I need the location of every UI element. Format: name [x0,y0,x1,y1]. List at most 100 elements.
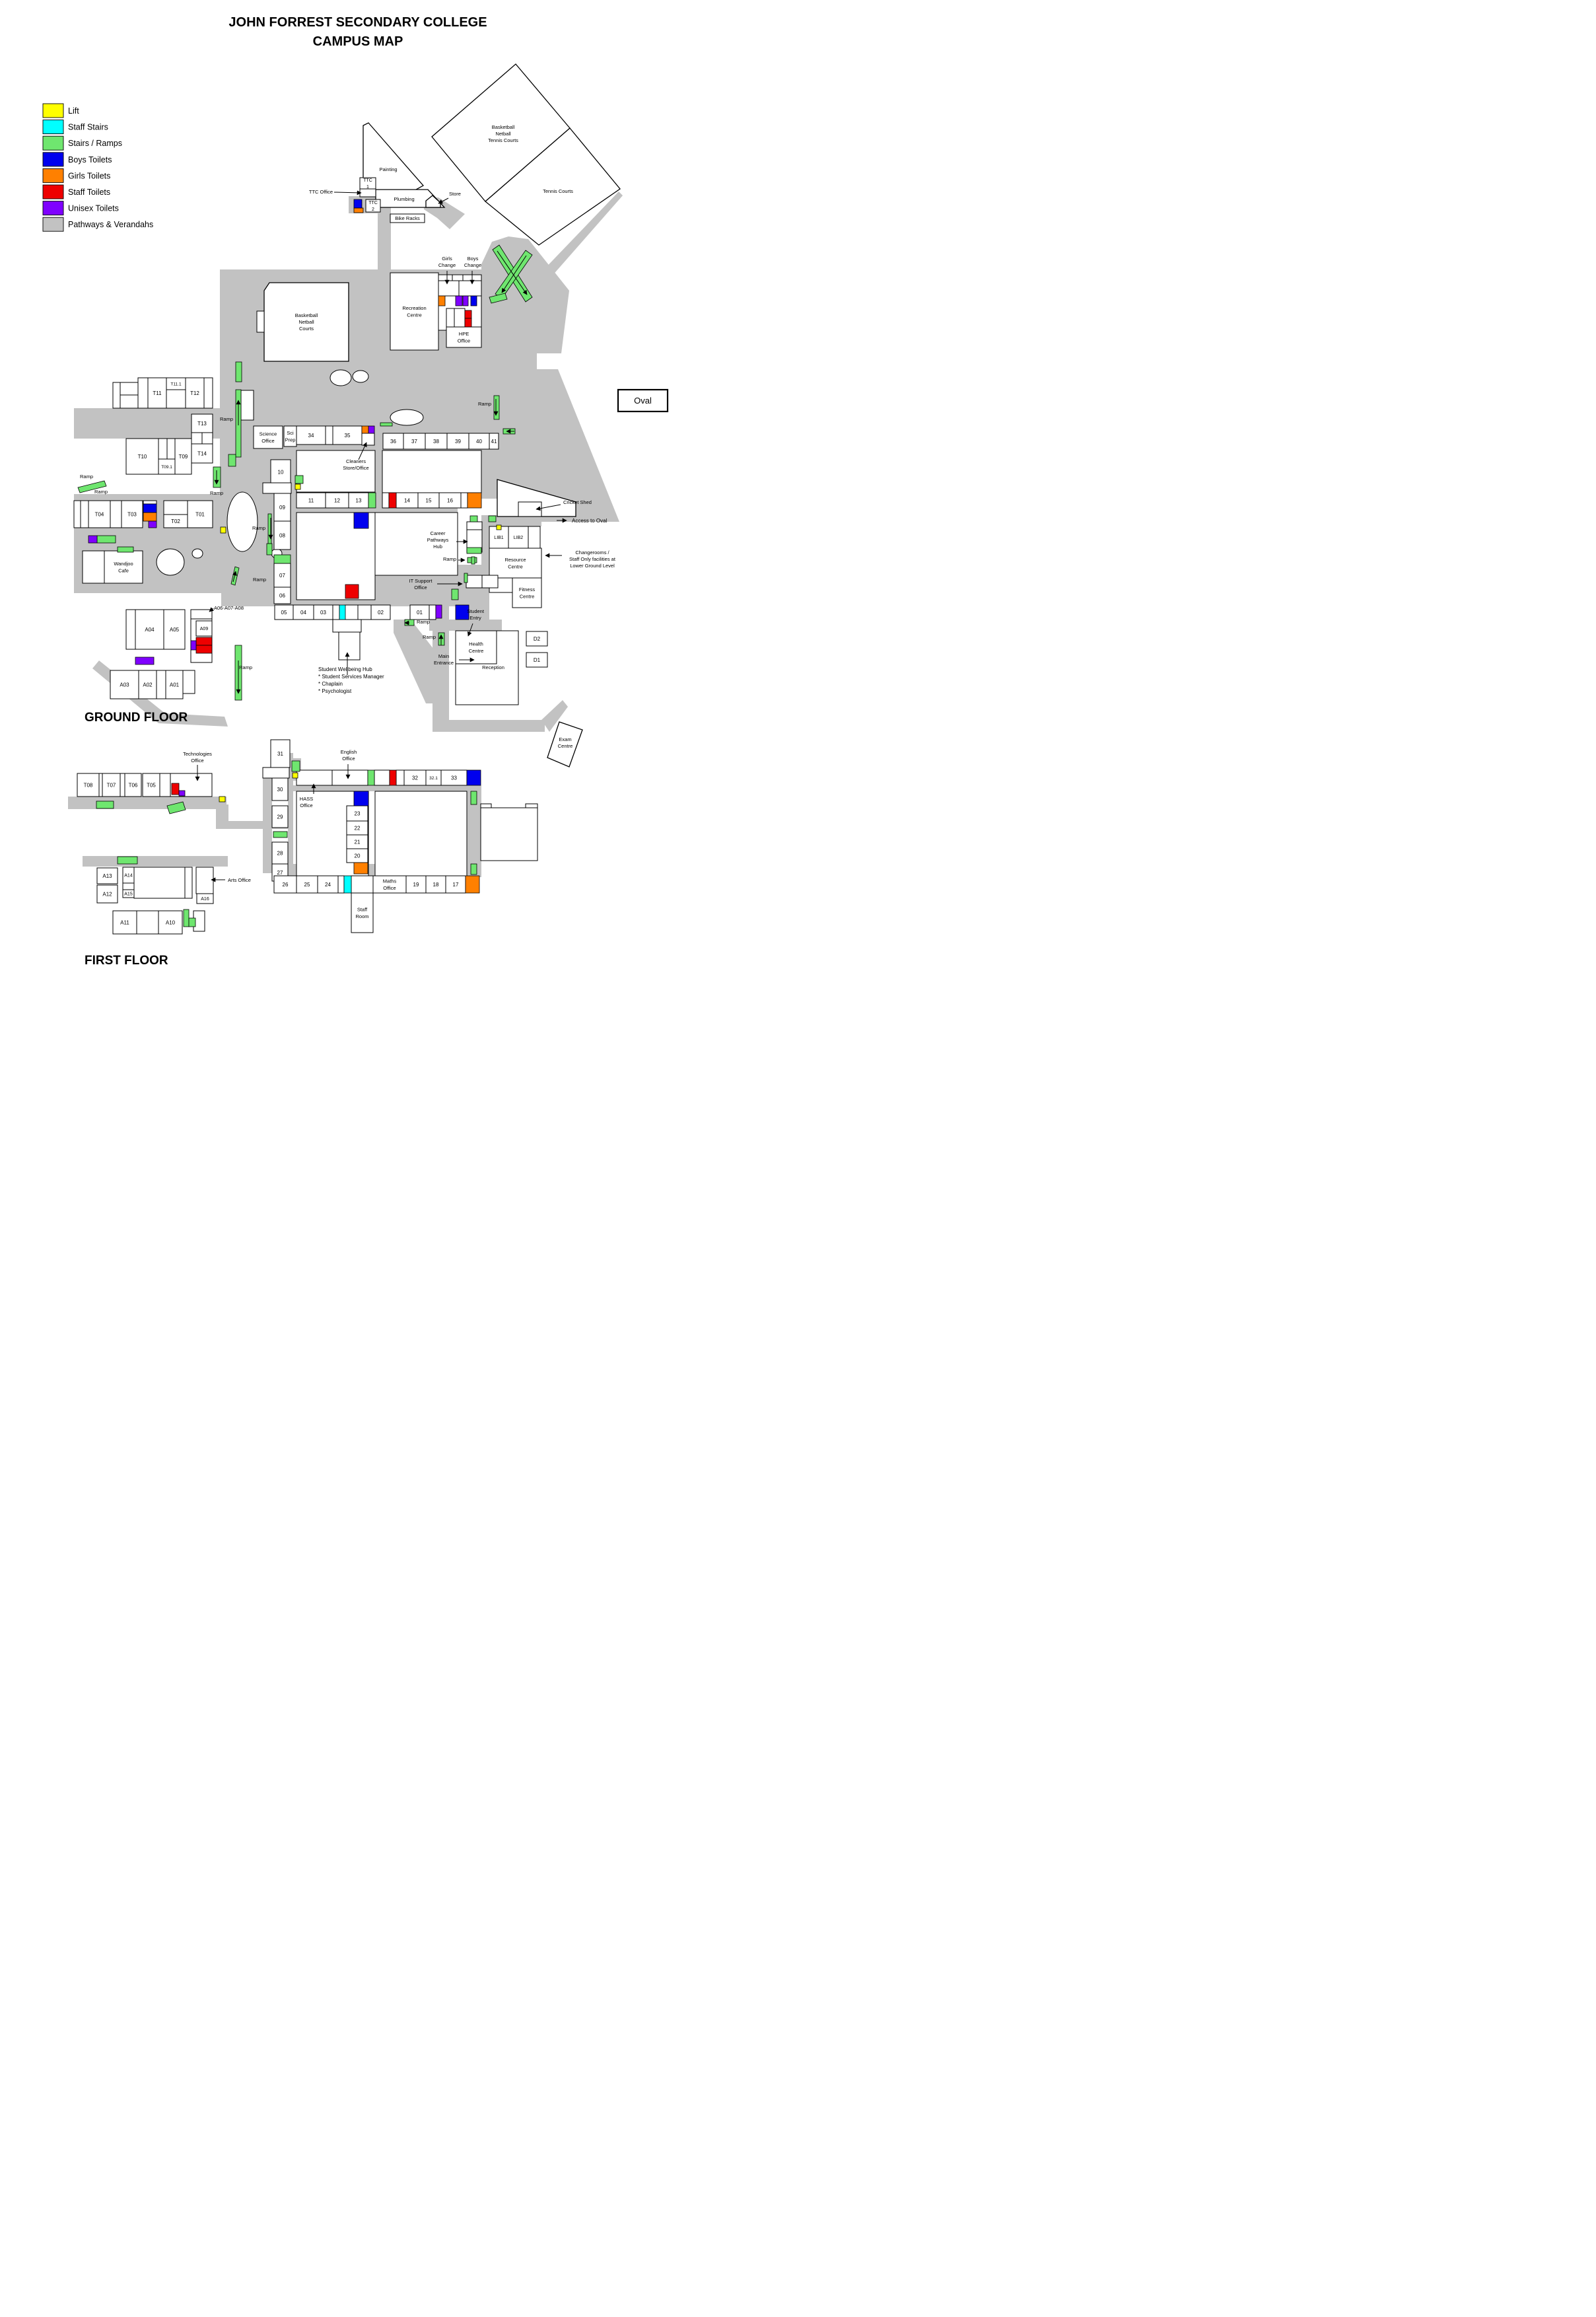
room-t04-label: T04 [95,511,104,517]
pathway [467,785,481,877]
room [460,492,468,509]
pointer-arrow [438,197,449,204]
room [429,604,436,620]
room [159,773,171,797]
oval-access-area [497,479,576,517]
annotation-label: Ramp [80,474,93,480]
room-t08-label: T08 [84,782,93,788]
pointer-arrow [358,442,367,460]
staff-stairs [339,604,346,620]
room-37-label: 37 [411,439,417,445]
legend-label-5: Staff Toilets [68,188,110,197]
unisex-toilets [88,535,98,544]
room-a01-label: A01 [170,682,180,688]
annotation-label: Ramp [220,416,233,422]
room-t12-label: T12 [190,390,199,396]
room-a03-label: A03 [120,682,129,688]
annotation-label: Store [449,191,461,197]
room [452,274,464,281]
staff-toilets [171,783,180,795]
stairs-ramp [451,588,459,600]
room-a12-label: A12 [102,891,112,897]
room-04-label: 04 [300,610,306,616]
pathway [68,797,226,809]
room-40-label: 40 [476,439,482,445]
stairs-ramp [166,801,186,814]
room [480,807,538,861]
stairs-ramp [188,917,196,927]
room-08 [273,520,291,550]
legend-label-4: Girls Toilets [68,171,110,180]
room-t11 [147,377,167,409]
garden-blob [156,548,185,576]
stairs-ramp [183,909,190,927]
pathway [293,785,481,791]
room-23-label: 23 [355,810,361,816]
page-title-line2: CAMPUS MAP [313,34,403,49]
room-15-label: 15 [426,497,432,503]
pathway [92,660,228,727]
unisex-toilets [368,425,375,434]
room [136,910,159,935]
room-d1 [526,652,548,668]
room-t06-label: T06 [129,782,138,788]
room-13-label: 13 [356,497,362,503]
floor-heading-1: FIRST FLOOR [85,954,168,968]
annotation-label: * Chaplain [318,681,343,687]
room [122,882,135,890]
room-31-label: 31 [277,751,283,757]
pathway [216,804,228,824]
annotation-label: Ramp [417,619,430,625]
room [163,500,188,515]
stairs-ramp [117,856,138,865]
room [438,280,460,297]
room-09-label: 09 [279,505,285,511]
room-39 [446,433,469,450]
room-21-label: 21 [355,839,361,845]
room [158,438,168,460]
room-a04-label: A04 [145,627,155,633]
room-staff-room [351,892,374,933]
room-29 [271,805,289,828]
room-38-label: 38 [433,439,439,445]
room-d2 [526,631,548,647]
annotation-label: Ramp [210,490,223,496]
exam-centre [547,721,583,767]
staff-toilets [195,645,213,654]
room [331,769,368,786]
annotation-label: Ramp [423,634,436,640]
room-a09 [195,620,213,637]
room [296,769,333,786]
stairs-ramp [228,454,236,467]
room [120,394,139,409]
room-t03-label: T03 [127,511,137,517]
room [332,619,362,633]
room-36 [382,433,404,450]
room-14-label: 14 [404,497,410,503]
legend-label-6: Unisex Toilets [68,204,119,213]
room [125,609,136,650]
room-t12 [185,377,205,409]
legend-swatch-unisex-toilets [42,201,64,216]
unisex-toilets [435,604,442,619]
stairs-ramp [489,293,508,304]
annotation-label: Ramp [443,556,456,562]
room-20-label: 20 [355,853,361,859]
room [344,604,359,620]
room [191,432,203,445]
staff-toilets [464,310,472,319]
staff-toilets [345,584,359,599]
room-32-label: 32 [412,775,418,781]
room-t11.1-label: T11.1 [170,382,182,386]
page-title-line1: JOHN FORREST SECONDARY COLLEGE [228,15,487,30]
pointer-arrow [501,255,527,293]
stairs-ramp [295,475,304,484]
room [190,609,213,620]
room-a11 [112,910,137,935]
